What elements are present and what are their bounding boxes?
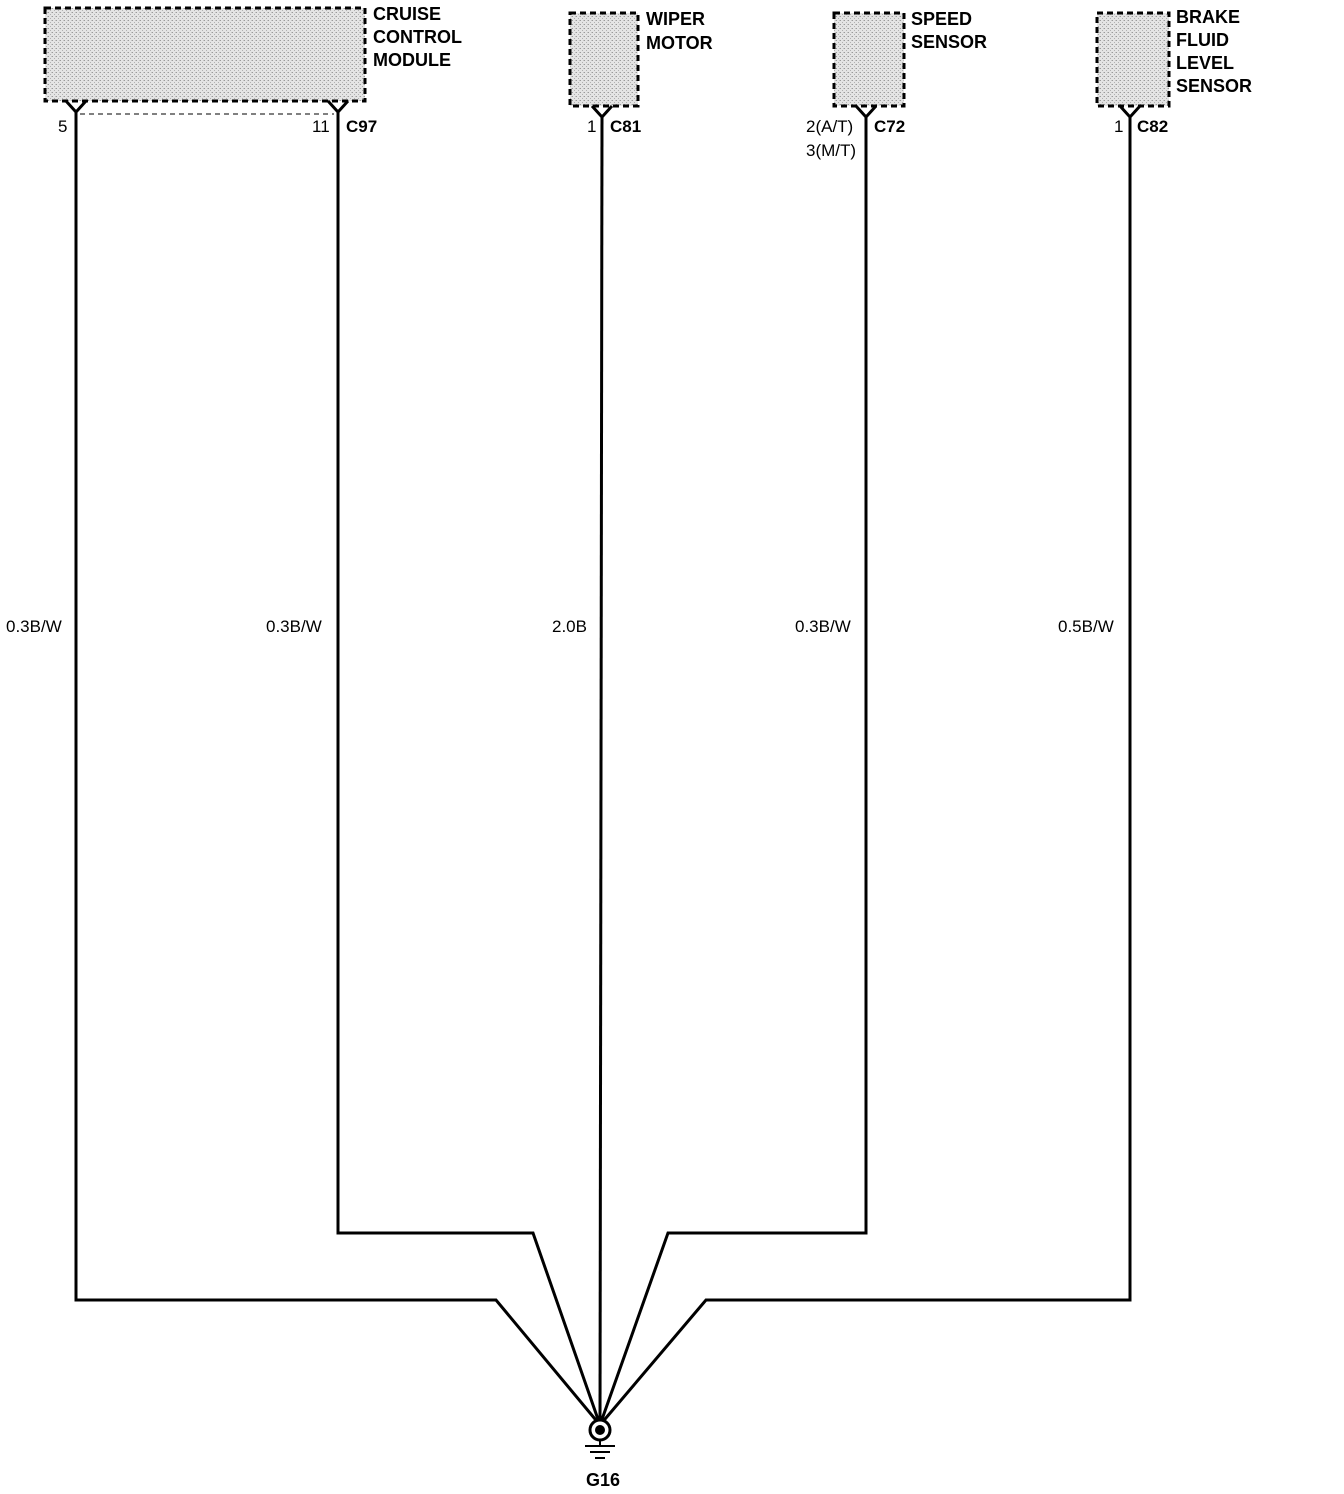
wiper-pin-1-label: 1 — [587, 117, 596, 136]
wiper-label-line-2: MOTOR — [646, 33, 713, 53]
wire-cruise-pin-5 — [74, 112, 602, 1426]
speed-pin-line-2-label: 3(M/T) — [806, 141, 856, 160]
wire-label-speed-sensor: 0.3B/W — [795, 617, 851, 636]
wire-cruise-pin-11 — [336, 112, 602, 1426]
speed-pin-line-1-label: 2(A/T) — [806, 117, 853, 136]
wire-label-wiper-pin-1: 2.0B — [552, 617, 587, 636]
cruise-control-module: CRUISE CONTROL MODULE 5 11 C97 — [43, 4, 462, 136]
cruise-pin-5-label: 5 — [58, 117, 67, 136]
speed-pin-terminal — [854, 104, 878, 120]
cruise-label-line-2: CONTROL — [373, 27, 462, 47]
wire-wiper-pin-1 — [598, 116, 604, 1426]
speed-label-line-1: SPEED — [911, 9, 972, 29]
brake-label-line-1: BRAKE — [1176, 7, 1240, 27]
wiper-label-line-1: WIPER — [646, 9, 705, 29]
cruise-pin-11-label: 11 — [312, 117, 330, 136]
cruise-label-line-3: MODULE — [373, 50, 451, 70]
brake-label-line-4: SENSOR — [1176, 76, 1252, 96]
wiper-pin-1-terminal — [590, 104, 614, 120]
brake-fluid-level-sensor-box — [1095, 11, 1171, 108]
wire-brake-pin-1 — [598, 117, 1132, 1426]
connector-c97-label: C97 — [346, 117, 377, 136]
brake-fluid-level-sensor: BRAKE FLUID LEVEL SENSOR 1 C82 — [1095, 7, 1252, 136]
brake-pin-1-label: 1 — [1114, 117, 1123, 136]
ground-symbol-icon — [585, 1418, 615, 1459]
cruise-control-module-box — [43, 6, 367, 103]
brake-pin-1-terminal — [1118, 104, 1142, 120]
speed-label-line-2: SENSOR — [911, 32, 987, 52]
wiper-motor-box — [568, 11, 640, 108]
ground-g16: G16 — [585, 1418, 620, 1490]
wire-speed-sensor — [598, 117, 868, 1426]
wire-label-cruise-pin-11: 0.3B/W — [266, 617, 322, 636]
ground-g16-label: G16 — [586, 1470, 620, 1490]
brake-label-line-2: FLUID — [1176, 30, 1229, 50]
cruise-pin-5-terminal — [64, 99, 88, 115]
connector-c72-label: C72 — [874, 117, 905, 136]
cruise-pin-11-terminal — [326, 99, 350, 115]
connector-c81-label: C81 — [610, 117, 641, 136]
brake-label-line-3: LEVEL — [1176, 53, 1234, 73]
speed-sensor: SPEED SENSOR 2(A/T) 3(M/T) C72 — [806, 9, 987, 160]
wire-label-cruise-pin-5: 0.3B/W — [6, 617, 62, 636]
wire-harness: 0.3B/W 0.3B/W 2.0B 0.3B/W 0.5B/W — [6, 112, 1132, 1426]
wiper-motor: WIPER MOTOR 1 C81 — [568, 9, 713, 136]
wire-label-brake-pin-1: 0.5B/W — [1058, 617, 1114, 636]
cruise-label-line-1: CRUISE — [373, 4, 441, 24]
connector-c82-label: C82 — [1137, 117, 1168, 136]
speed-sensor-box — [832, 11, 906, 108]
